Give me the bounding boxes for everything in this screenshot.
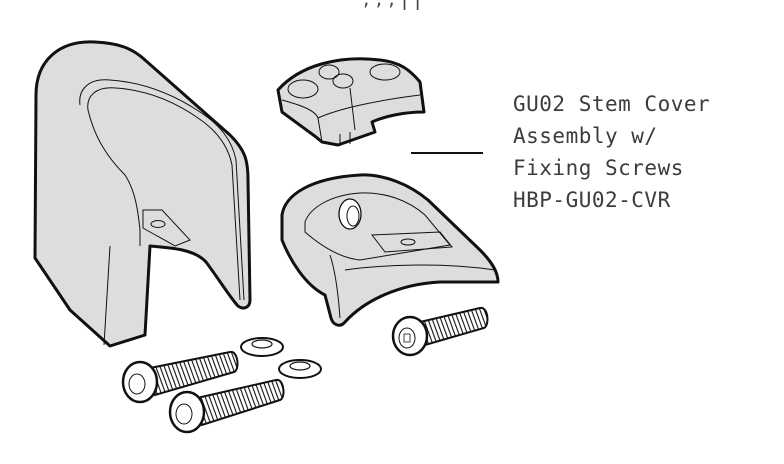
washer-lower [278, 359, 322, 379]
callout-part-number: HBP-GU02-CVR [513, 188, 671, 212]
part-callout-label: GU02 Stem Cover Assembly w/ Fixing Screw… [513, 88, 710, 216]
screw-left-upper [121, 350, 239, 404]
callout-line-2: Assembly w/ [513, 124, 658, 148]
screw-left-lower [168, 378, 285, 434]
stem-cover-top-block-part [276, 57, 426, 147]
stem-cover-front-part [33, 40, 252, 348]
callout-line-1: GU02 Stem Cover [513, 92, 711, 116]
stem-cover-lower-plate-part [280, 173, 500, 327]
screw-right [391, 306, 489, 357]
callout-line-3: Fixing Screws [513, 156, 684, 180]
washer-upper [240, 337, 284, 357]
cut-off-previous-line: , , , | | [0, 0, 784, 10]
